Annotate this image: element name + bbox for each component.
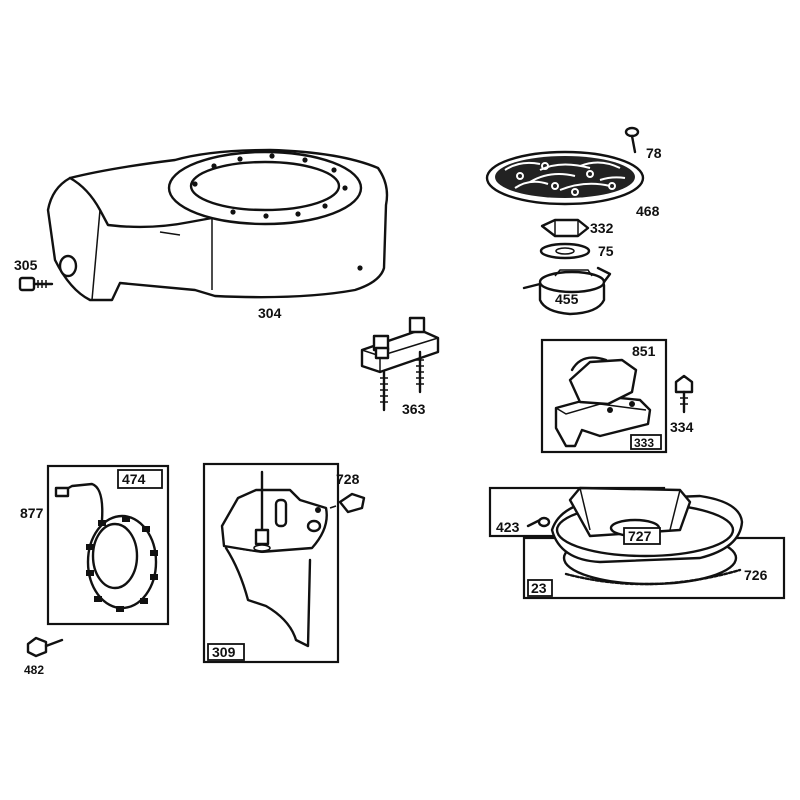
label-305: 305 xyxy=(14,257,38,273)
label-851: 851 xyxy=(632,343,656,359)
label-455: 455 xyxy=(555,291,579,307)
label-363: 363 xyxy=(402,401,426,417)
label-474: 474 xyxy=(122,471,146,487)
label-423: 423 xyxy=(496,519,520,535)
label-78: 78 xyxy=(646,145,662,161)
screw-482-part xyxy=(26,636,64,658)
label-727: 727 xyxy=(628,528,652,544)
screw-334-part xyxy=(674,374,694,414)
label-726: 726 xyxy=(744,567,768,583)
part-309-box xyxy=(202,462,340,664)
callout-labels: 304 305 78 468 332 75 455 363 851 334 33… xyxy=(14,145,768,677)
label-304: 304 xyxy=(258,305,282,321)
label-75: 75 xyxy=(598,243,614,259)
spark-plug-728-part xyxy=(329,492,366,514)
label-728: 728 xyxy=(336,471,360,487)
screw-305-part xyxy=(18,276,54,292)
label-877: 877 xyxy=(20,505,44,521)
screw-423-part xyxy=(526,516,551,528)
rotating-screen-part xyxy=(485,150,645,206)
label-333: 333 xyxy=(634,436,654,450)
flywheel-assembly-part xyxy=(488,486,786,600)
blower-housing-part xyxy=(46,148,389,302)
label-482: 482 xyxy=(24,663,44,677)
nut-332-part xyxy=(540,218,590,238)
part-474-box xyxy=(46,464,170,626)
bracket-363-part xyxy=(360,316,440,412)
label-23: 23 xyxy=(531,580,547,596)
part-333-box xyxy=(540,338,668,454)
label-334: 334 xyxy=(670,419,694,435)
screw-78-part xyxy=(624,126,640,154)
label-332: 332 xyxy=(590,220,614,236)
label-468: 468 xyxy=(636,203,660,219)
label-309: 309 xyxy=(212,644,236,660)
washer-75-part xyxy=(539,242,591,260)
clutch-455-part xyxy=(522,266,612,316)
